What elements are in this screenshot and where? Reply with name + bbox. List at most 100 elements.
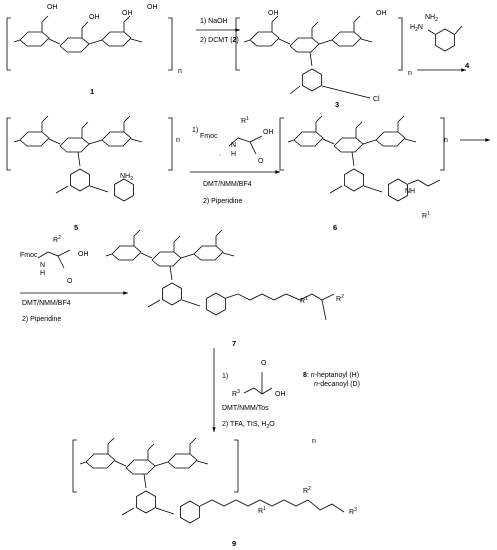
c1-ring-3-oh-bond xyxy=(123,15,131,23)
c6-triazine xyxy=(344,168,364,192)
c9-linker xyxy=(143,473,147,489)
compound-3-label: 3 xyxy=(335,100,340,109)
step2-o: O xyxy=(258,158,264,165)
c1-link-1 xyxy=(48,38,61,45)
c3-triazine xyxy=(302,68,322,92)
arrow-to-5-head xyxy=(461,68,466,72)
c3-n: n xyxy=(408,70,412,77)
c5-end-o xyxy=(13,139,21,143)
c7-triazine xyxy=(162,282,182,306)
step2-h: H xyxy=(231,151,237,158)
c4-nh2-a: NH2 xyxy=(425,14,438,23)
step2-cond-1: DMT/NMM/BF4 xyxy=(203,181,252,188)
c7-r2: R2 xyxy=(336,294,344,304)
c7-aryl xyxy=(206,292,226,316)
arrow-step4-head xyxy=(212,427,216,432)
arrow-continue-head xyxy=(485,138,490,142)
c3-oh-1: OH xyxy=(268,10,279,17)
c5-end xyxy=(130,138,143,143)
c9-peptide-chain xyxy=(199,499,345,513)
c9-ring-3 xyxy=(167,453,198,469)
c6-ring-1-oh-bond xyxy=(315,115,323,123)
c5-link-1 xyxy=(48,138,61,145)
step2-r: R1 xyxy=(241,116,249,126)
step2-fmoc: Fmoc xyxy=(200,133,218,140)
step3-h: H xyxy=(40,270,46,277)
c6-end xyxy=(404,138,417,143)
step4-o: O xyxy=(261,360,267,367)
step4-cond-2: 2) TFA, TIS, H2O xyxy=(222,421,275,430)
c1-bracket-right xyxy=(168,17,173,71)
c7-ring-1 xyxy=(111,245,142,261)
compound-5-label: 5 xyxy=(74,223,79,232)
c7-nh2-bond xyxy=(321,299,327,321)
c3-linker xyxy=(309,51,313,67)
step2-aa-chain xyxy=(228,135,263,147)
arrow-step1-head xyxy=(235,28,240,32)
c5-ring-2-oh-bond xyxy=(81,121,89,129)
c3-ome xyxy=(289,85,301,95)
c9-bracket-right xyxy=(234,439,239,493)
c6-link-1 xyxy=(322,138,335,145)
step4-acid xyxy=(243,387,273,395)
c7-ring-2 xyxy=(151,251,182,267)
c9-n: n xyxy=(312,438,316,445)
c1-link-2 xyxy=(88,39,103,45)
c7-linker xyxy=(169,265,173,281)
compound-6-label: 6 xyxy=(333,223,338,232)
step3-oh: OH xyxy=(78,251,89,258)
c3-link-1 xyxy=(278,38,291,45)
c1-oh-3: OH xyxy=(122,10,133,17)
c9-ring-2 xyxy=(125,459,156,475)
c1-ring-1-oh-bond xyxy=(41,15,49,23)
c3-link-2 xyxy=(318,39,333,45)
c9-ring-3-oh-bond xyxy=(189,437,197,445)
c5-triazine xyxy=(70,168,90,192)
c7-link-1 xyxy=(140,252,153,259)
c5-bracket-right xyxy=(168,117,173,171)
c9-ring-1-oh-bond xyxy=(107,437,115,445)
c7-end xyxy=(222,252,235,257)
c9-aryl xyxy=(180,500,200,524)
c5-ring-3-oh-bond xyxy=(123,115,131,123)
c3-ring-3 xyxy=(331,31,362,47)
c1-bracket-left xyxy=(6,17,11,71)
c5-nh-bond xyxy=(89,185,109,193)
c6-ring-1 xyxy=(293,131,324,147)
step3-cond-2: 2) Piperidine xyxy=(22,316,62,323)
c9-ring-2-oh-bond xyxy=(147,443,155,451)
c4-nh2-bond-a xyxy=(454,25,463,35)
c3-ring-3-oh-bond xyxy=(353,15,361,23)
c3-cl: Cl xyxy=(373,96,380,103)
c3-ring-2 xyxy=(289,37,320,53)
c5-nh2: NH2 xyxy=(120,173,133,182)
c4-nh2-bond-b xyxy=(427,29,436,35)
arrow-step2-head xyxy=(275,170,280,174)
c1-ring-1 xyxy=(19,31,50,47)
c6-ring-2 xyxy=(333,137,364,153)
step4-r: R3 xyxy=(232,389,240,399)
compound-7-label: 7 xyxy=(232,339,237,348)
c9-nh-bond xyxy=(155,507,175,515)
c5-link-2 xyxy=(88,139,103,145)
c9-link-2 xyxy=(154,461,169,467)
c9-bracket-left xyxy=(72,439,77,493)
c9-link-1 xyxy=(114,460,127,467)
c9-ring-1 xyxy=(85,453,116,469)
step2-n: N xyxy=(231,142,237,149)
c3-end xyxy=(360,38,373,43)
c1-ring-2 xyxy=(59,37,90,53)
c5-ring-2 xyxy=(59,137,90,153)
step1-reagent-1: 1) NaOH xyxy=(200,18,228,25)
c1-oh-2: OH xyxy=(89,14,100,21)
c7-link-2 xyxy=(180,253,195,259)
c7-ring-3 xyxy=(193,245,224,261)
step3-o: O xyxy=(67,278,73,285)
c9-r2: R2 xyxy=(303,486,311,496)
c1-end xyxy=(130,38,143,43)
c9-r1: R1 xyxy=(258,506,266,516)
c3-bracket-right xyxy=(398,17,403,71)
c6-aryl xyxy=(388,178,408,202)
c1-oh-1: OH xyxy=(47,4,58,11)
